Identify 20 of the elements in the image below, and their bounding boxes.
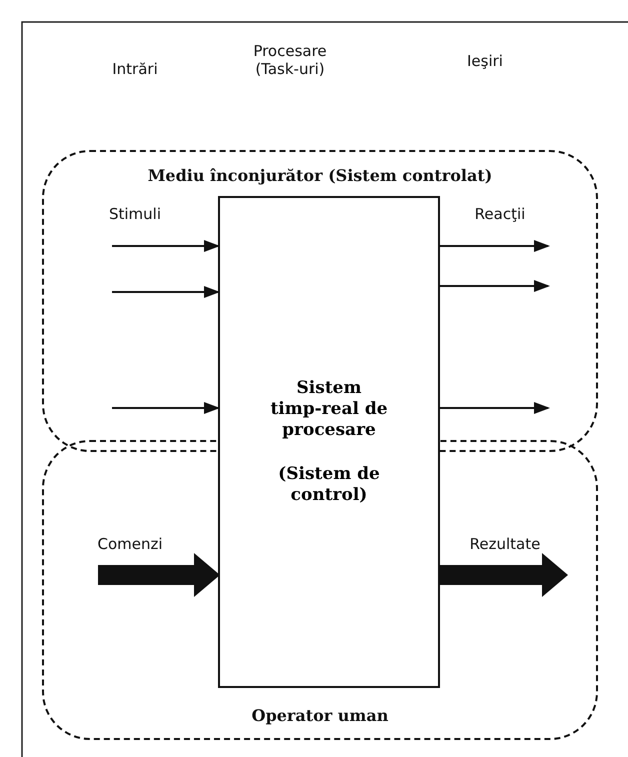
region-title: Mediu înconjurător (Sistem controlat) bbox=[146, 166, 494, 185]
flow-label: Stimuli bbox=[108, 205, 162, 223]
arrow bbox=[112, 240, 220, 252]
region-title: Operator uman bbox=[250, 706, 390, 725]
box-text: (Sistem de control) bbox=[277, 464, 381, 506]
box-text: Sistem timp-real de procesare bbox=[269, 378, 389, 442]
flow-label: Rezultate bbox=[468, 535, 542, 553]
arrow bbox=[112, 402, 220, 414]
process-box bbox=[218, 196, 440, 688]
arrow bbox=[440, 280, 550, 292]
arrow bbox=[440, 402, 550, 414]
flow-label: Comenzi bbox=[96, 535, 164, 553]
thick-arrow bbox=[98, 553, 220, 597]
flow-label: Reacţii bbox=[474, 205, 526, 223]
arrow bbox=[112, 286, 220, 298]
column-heading: Procesare (Task-uri) bbox=[252, 42, 328, 78]
column-heading: Intrări bbox=[111, 60, 159, 78]
thick-arrow bbox=[440, 553, 568, 597]
column-heading: Ieşiri bbox=[466, 52, 504, 70]
arrow bbox=[440, 240, 550, 252]
